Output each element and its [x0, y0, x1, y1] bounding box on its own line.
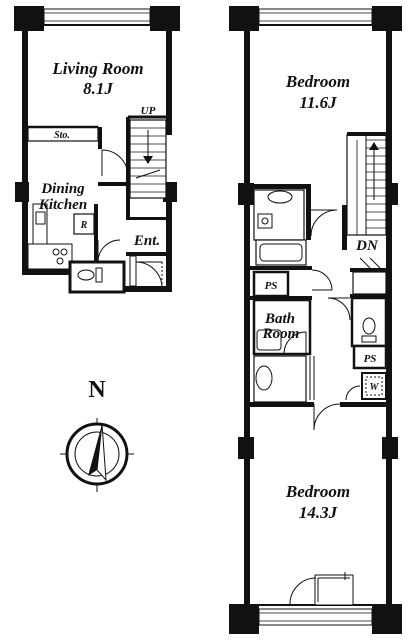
washer-label: W [370, 382, 380, 393]
refrigerator-label: R [80, 220, 88, 231]
dining-kitchen-line2: Kitchen [38, 197, 87, 213]
bedroom-top-size: 11.6J [299, 93, 337, 112]
living-room-size: 8.1J [83, 79, 113, 98]
dining-kitchen-line1: Dining [40, 181, 85, 197]
stairs-down-label: DN [355, 238, 379, 254]
ps-right-label: PS [364, 353, 377, 365]
upper-floor: Bedroom 11.6J DN PS Bath Room PS W Bedro… [229, 6, 402, 634]
compass-north-label: N [88, 377, 106, 403]
stairs-up-label: UP [141, 105, 156, 117]
compass-rose-icon [60, 418, 134, 492]
bath-room-line2: Room [262, 326, 300, 342]
bath-room-line1: Bath [264, 311, 295, 327]
lower-floor: Living Room 8.1J UP Sto. Dining Kitchen … [14, 6, 180, 294]
bedroom-bottom-size: 14.3J [299, 503, 338, 522]
compass: N [60, 377, 134, 492]
living-room-name: Living Room [51, 59, 143, 78]
bedroom-bottom-name: Bedroom [285, 482, 350, 501]
entrance-label: Ent. [133, 233, 160, 249]
bedroom-top-name: Bedroom [285, 72, 350, 91]
storage-label: Sto. [54, 130, 70, 141]
ps-left-label: PS [265, 280, 278, 292]
